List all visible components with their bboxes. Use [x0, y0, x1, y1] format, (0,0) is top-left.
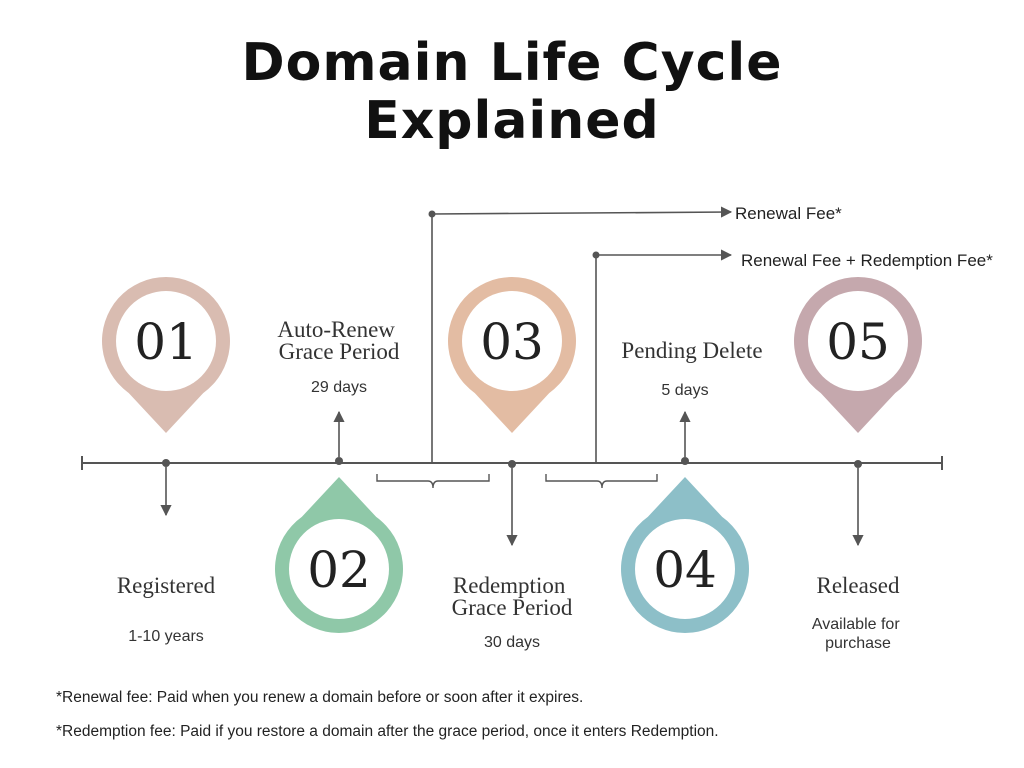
renewal-fee-note: *Renewal fee: Paid when you renew a doma… [56, 689, 584, 706]
stage-labels: Registered 1-10 years Auto-Renew Grace P… [117, 317, 904, 652]
stage-2-pin-center [289, 519, 389, 619]
stage-1-number: 01 [134, 313, 198, 371]
stage-1-name: Registered [117, 573, 216, 598]
stage-4-number: 04 [653, 541, 717, 599]
stage-5-name: Released [816, 573, 900, 598]
stage-2-duration: 29 days [311, 379, 367, 396]
stage-1-pin-center [116, 291, 216, 391]
renewal-redemption-fee-label: Renewal Fee + Redemption Fee* [741, 251, 993, 270]
stage-3-pin-center [462, 291, 562, 391]
brace-right [545, 474, 658, 489]
timeline-braces [376, 474, 658, 489]
page-title: Domain Life Cycle Explained [0, 34, 1024, 150]
stage-connectors [160, 410, 864, 547]
stage-4-duration: 5 days [661, 382, 708, 399]
timeline-node-1 [162, 459, 170, 467]
renewal-fee-label: Renewal Fee* [735, 204, 842, 223]
stage-2-name: Auto-Renew Grace Period [277, 317, 400, 364]
stage-pins: 01 02 03 04 05 [102, 277, 922, 633]
title-line-2: Explained [364, 91, 660, 151]
stage-5-pin-center [808, 291, 908, 391]
stage-3-name: Redemption Grace Period [452, 573, 573, 620]
timeline [81, 456, 943, 470]
fee-arrows [428, 206, 733, 463]
timeline-node-5 [854, 460, 862, 468]
stage-4-name: Pending Delete [621, 338, 762, 363]
timeline-node-2 [335, 457, 343, 465]
stage-4-pin-center [635, 519, 735, 619]
redemption-fee-note: *Redemption fee: Paid if you restore a d… [56, 723, 719, 740]
stage-2-number: 02 [307, 541, 371, 599]
title-line-1: Domain Life Cycle [241, 33, 783, 93]
brace-left [376, 474, 490, 489]
timeline-node-3 [508, 460, 516, 468]
renewal-fee-arrow [431, 206, 733, 218]
timeline-node-4 [681, 457, 689, 465]
stage-5-number: 05 [826, 313, 890, 371]
stage-3-number: 03 [480, 313, 544, 371]
stage-3-duration: 30 days [484, 634, 540, 651]
stage-5-duration: Available for purchase [812, 616, 904, 652]
stage-1-duration: 1-10 years [128, 628, 204, 645]
